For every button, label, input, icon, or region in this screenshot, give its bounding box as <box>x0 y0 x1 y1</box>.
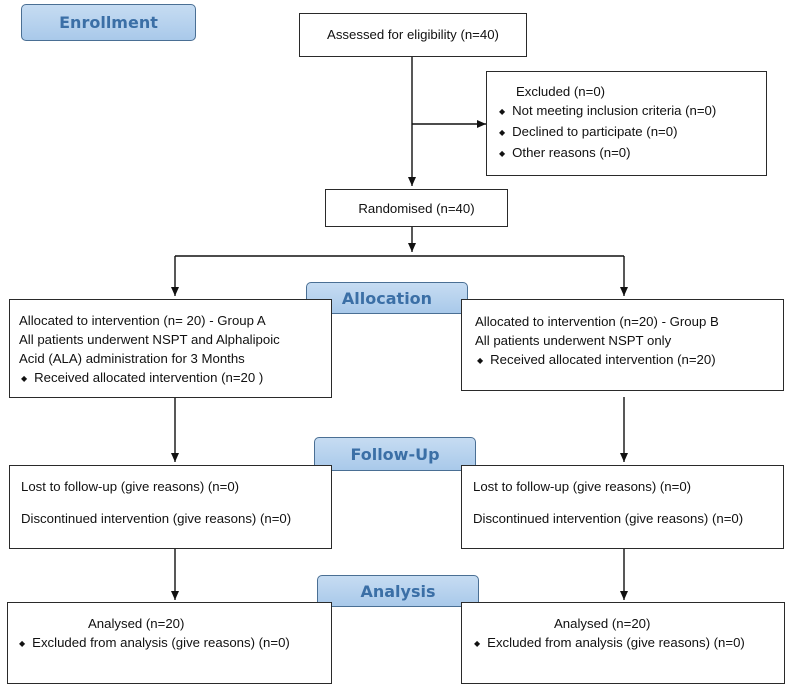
group-b-discontinued: Discontinued intervention (give reasons)… <box>473 511 744 526</box>
group-a-followup-box: Lost to follow-up (give reasons) (n=0) D… <box>9 465 332 549</box>
group-b-analysed: Analysed (n=20) <box>554 616 651 631</box>
group-b-allocation-line: All patients underwent NSPT only <box>475 333 672 348</box>
group-b-received: Received allocated intervention (n=20) <box>475 350 783 371</box>
group-a-discontinued: Discontinued intervention (give reasons)… <box>21 511 292 526</box>
excluded-title: Excluded (n=0) <box>516 84 606 99</box>
allocation-tag: Allocation <box>306 282 468 314</box>
group-b-followup-box: Lost to follow-up (give reasons) (n=0) D… <box>461 465 784 549</box>
group-a-allocation-box: Allocated to intervention (n= 20) - Grou… <box>9 299 332 398</box>
group-a-excluded-analysis: Excluded from analysis (give reasons) (n… <box>19 633 331 654</box>
group-a-lost: Lost to follow-up (give reasons) (n=0) <box>21 479 240 494</box>
group-b-lost: Lost to follow-up (give reasons) (n=0) <box>473 479 692 494</box>
group-b-excluded-analysis: Excluded from analysis (give reasons) (n… <box>474 633 784 654</box>
assessed-text: Assessed for eligibility (n=40) <box>327 27 499 42</box>
assessed-box: Assessed for eligibility (n=40) <box>299 13 527 57</box>
excluded-item: Other reasons (n=0) <box>499 143 766 164</box>
group-a-allocation-line: Acid (ALA) administration for 3 Months <box>19 351 245 366</box>
group-a-received: Received allocated intervention (n=20 ) <box>19 368 331 389</box>
group-a-analysed: Analysed (n=20) <box>88 616 185 631</box>
excluded-item: Declined to participate (n=0) <box>499 122 766 143</box>
excluded-box: Excluded (n=0) Not meeting inclusion cri… <box>486 71 767 176</box>
group-b-allocation-line: Allocated to intervention (n=20) - Group… <box>475 314 719 329</box>
randomised-box: Randomised (n=40) <box>325 189 508 227</box>
excluded-item: Not meeting inclusion criteria (n=0) <box>499 101 766 122</box>
group-a-allocation-line: All patients underwent NSPT and Alphalip… <box>19 332 280 347</box>
randomised-text: Randomised (n=40) <box>358 201 475 216</box>
analysis-tag: Analysis <box>317 575 479 607</box>
group-b-allocation-box: Allocated to intervention (n=20) - Group… <box>461 299 784 391</box>
group-a-allocation-line: Allocated to intervention (n= 20) - Grou… <box>19 313 266 328</box>
enrollment-tag: Enrollment <box>21 4 196 41</box>
followup-tag: Follow-Up <box>314 437 476 471</box>
group-a-analysis-box: Analysed (n=20) Excluded from analysis (… <box>7 602 332 684</box>
group-b-analysis-box: Analysed (n=20) Excluded from analysis (… <box>461 602 785 684</box>
